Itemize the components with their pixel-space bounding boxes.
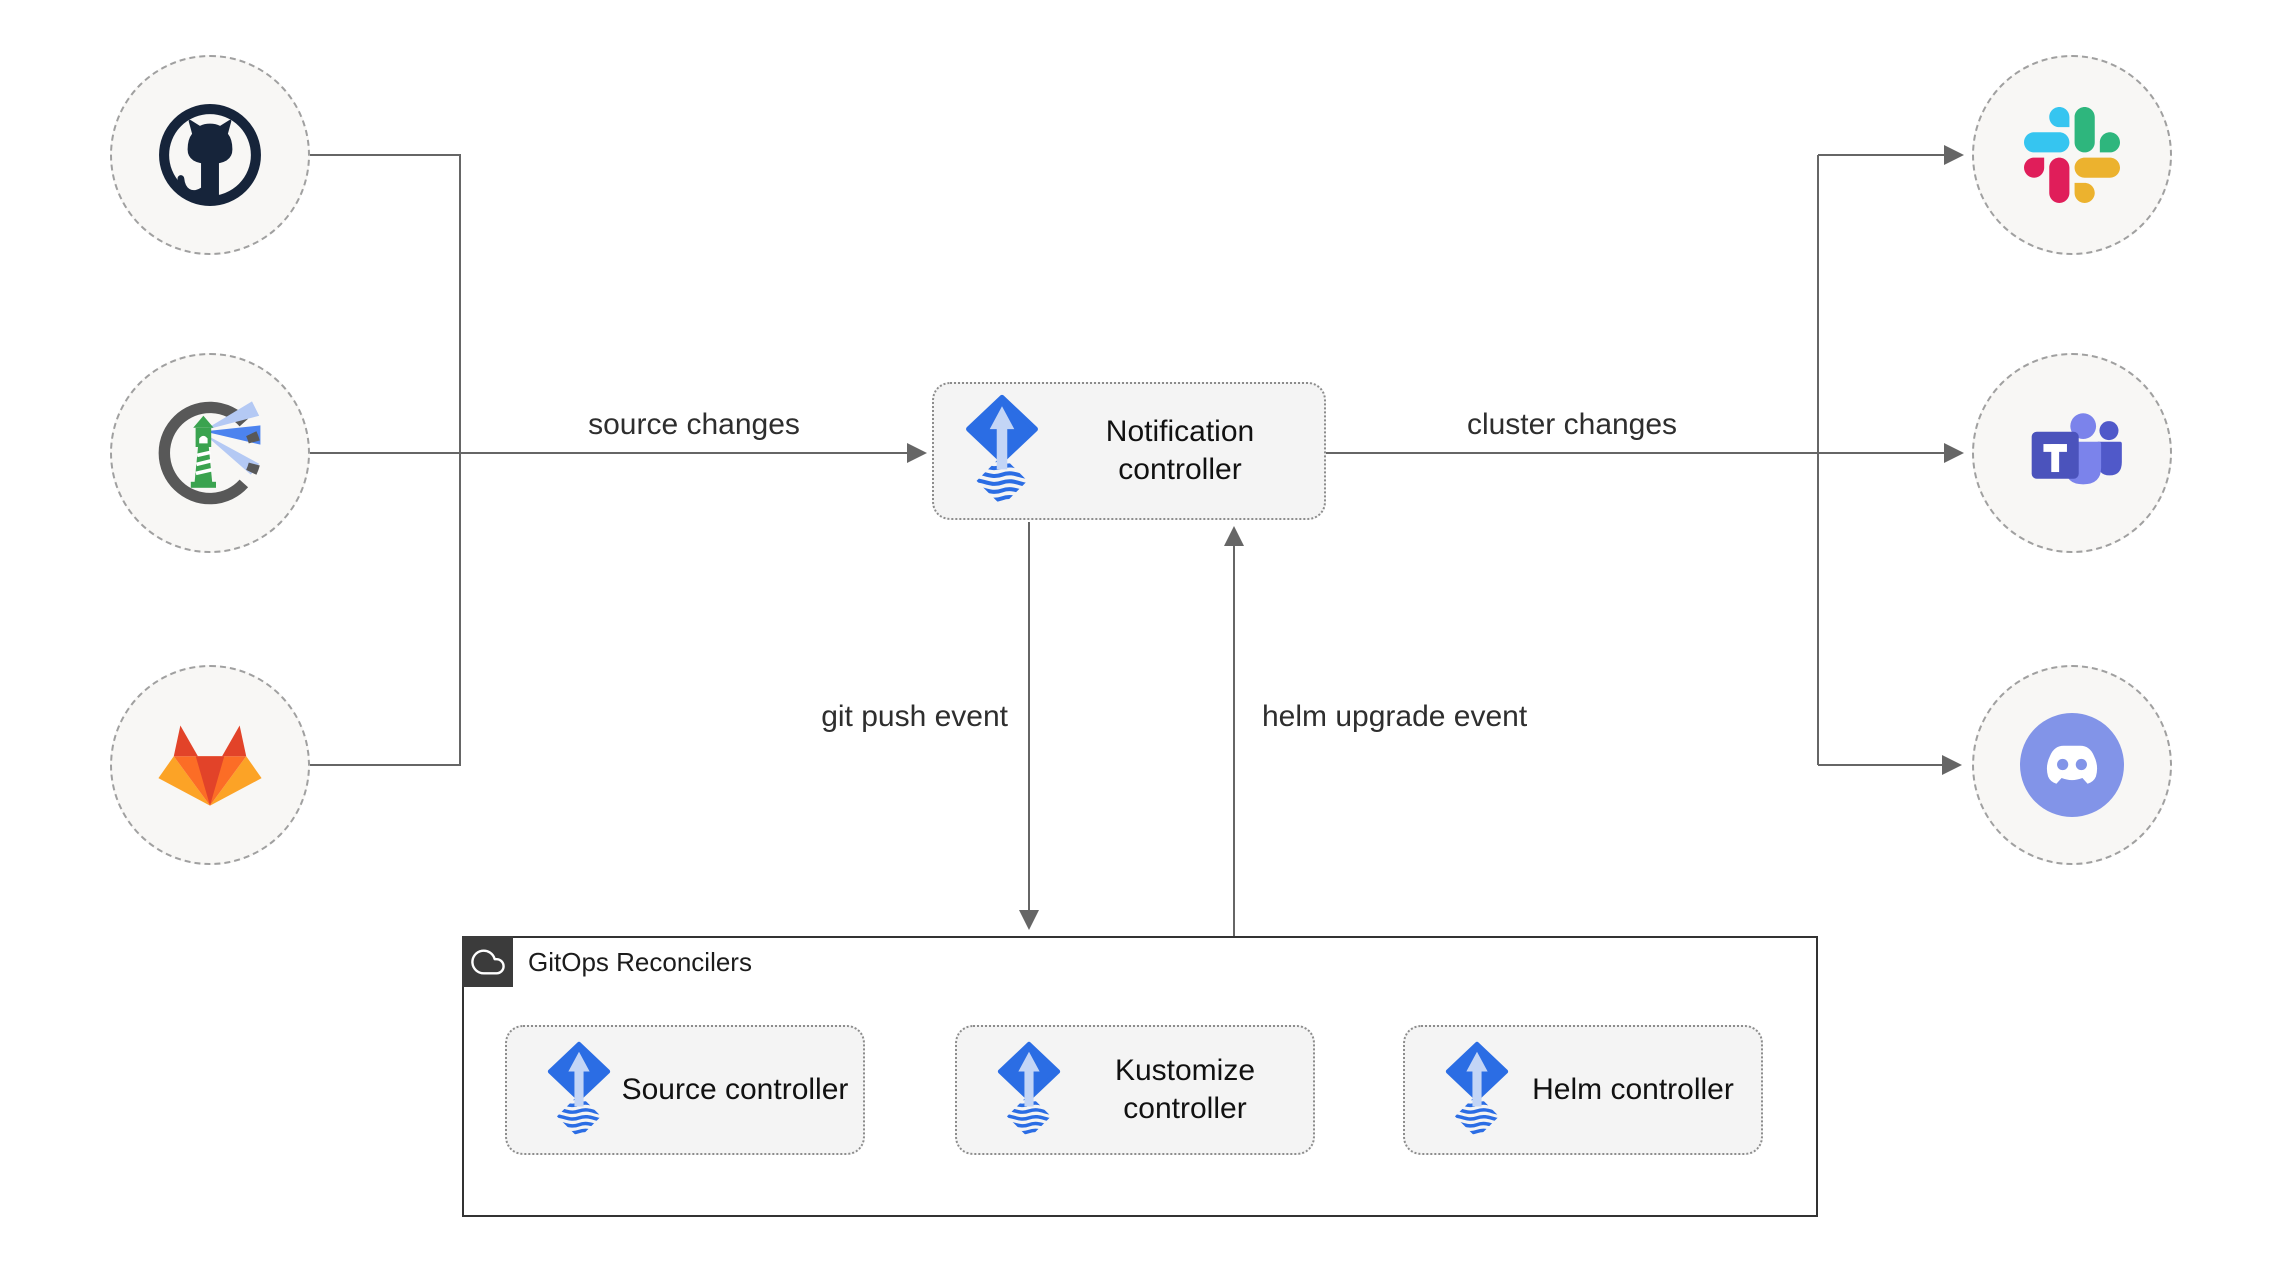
cloud-icon [471,945,505,979]
helm-controller-label: Helm controller [1532,1073,1734,1106]
teams-icon [2016,397,2128,509]
node-helm-controller: Helm controller [1403,1025,1763,1155]
notification-controller-label: Notification controller [1105,415,1255,486]
flux-icon [541,1041,617,1140]
source-controller-label: Source controller [621,1073,849,1106]
kustomize-controller-label: Kustomize controller [1114,1054,1256,1125]
node-kustomize-controller: Kustomize controller [955,1025,1315,1155]
node-harbor [110,353,310,553]
github-icon [154,99,266,211]
gitops-reconcilers-tab [462,936,513,987]
discord-icon [2020,713,2124,817]
edge-label-helm-upgrade-event: helm upgrade event [1262,700,1528,733]
node-discord [1972,665,2172,865]
flux-icon [958,394,1046,508]
gitlab-icon [155,720,265,810]
node-github [110,55,310,255]
node-notification-controller: Notification controller [932,382,1326,520]
gitops-reconcilers-label: GitOps Reconcilers [528,947,752,977]
edge-label-source-changes: source changes [588,408,800,441]
slack-icon [2024,107,2120,203]
node-slack [1972,55,2172,255]
edge-label-cluster-changes: cluster changes [1466,408,1678,441]
source-trunk-line [310,154,461,766]
flux-icon [1439,1041,1515,1140]
edge-label-git-push-event: git push event [821,700,1008,733]
node-teams [1972,353,2172,553]
node-gitlab [110,665,310,865]
flux-icon [991,1041,1067,1140]
harbor-icon [150,393,270,513]
node-source-controller: Source controller [505,1025,865,1155]
